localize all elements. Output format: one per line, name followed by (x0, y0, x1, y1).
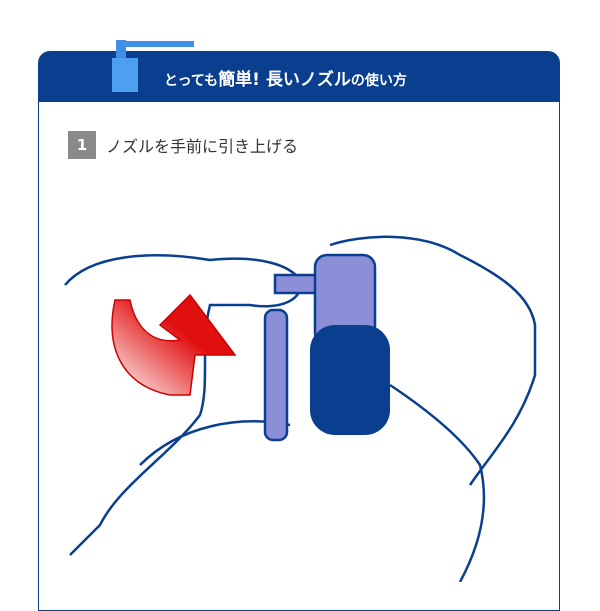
hand-illustration (64, 235, 537, 582)
step-1: 1 ノズルを手前に引き上げる (68, 131, 298, 159)
card-title: とっても簡単! 長いノズルの使い方 (164, 65, 407, 90)
title-prefix: とっても (164, 73, 219, 89)
title-main: 簡単! 長いノズル (218, 70, 351, 90)
nozzle-icon-front (112, 40, 194, 92)
step-number: 1 (68, 131, 96, 159)
step-text: ノズルを手前に引き上げる (106, 137, 299, 156)
red-arrow-icon (111, 293, 237, 396)
title-suffix: の使い方 (350, 73, 407, 89)
